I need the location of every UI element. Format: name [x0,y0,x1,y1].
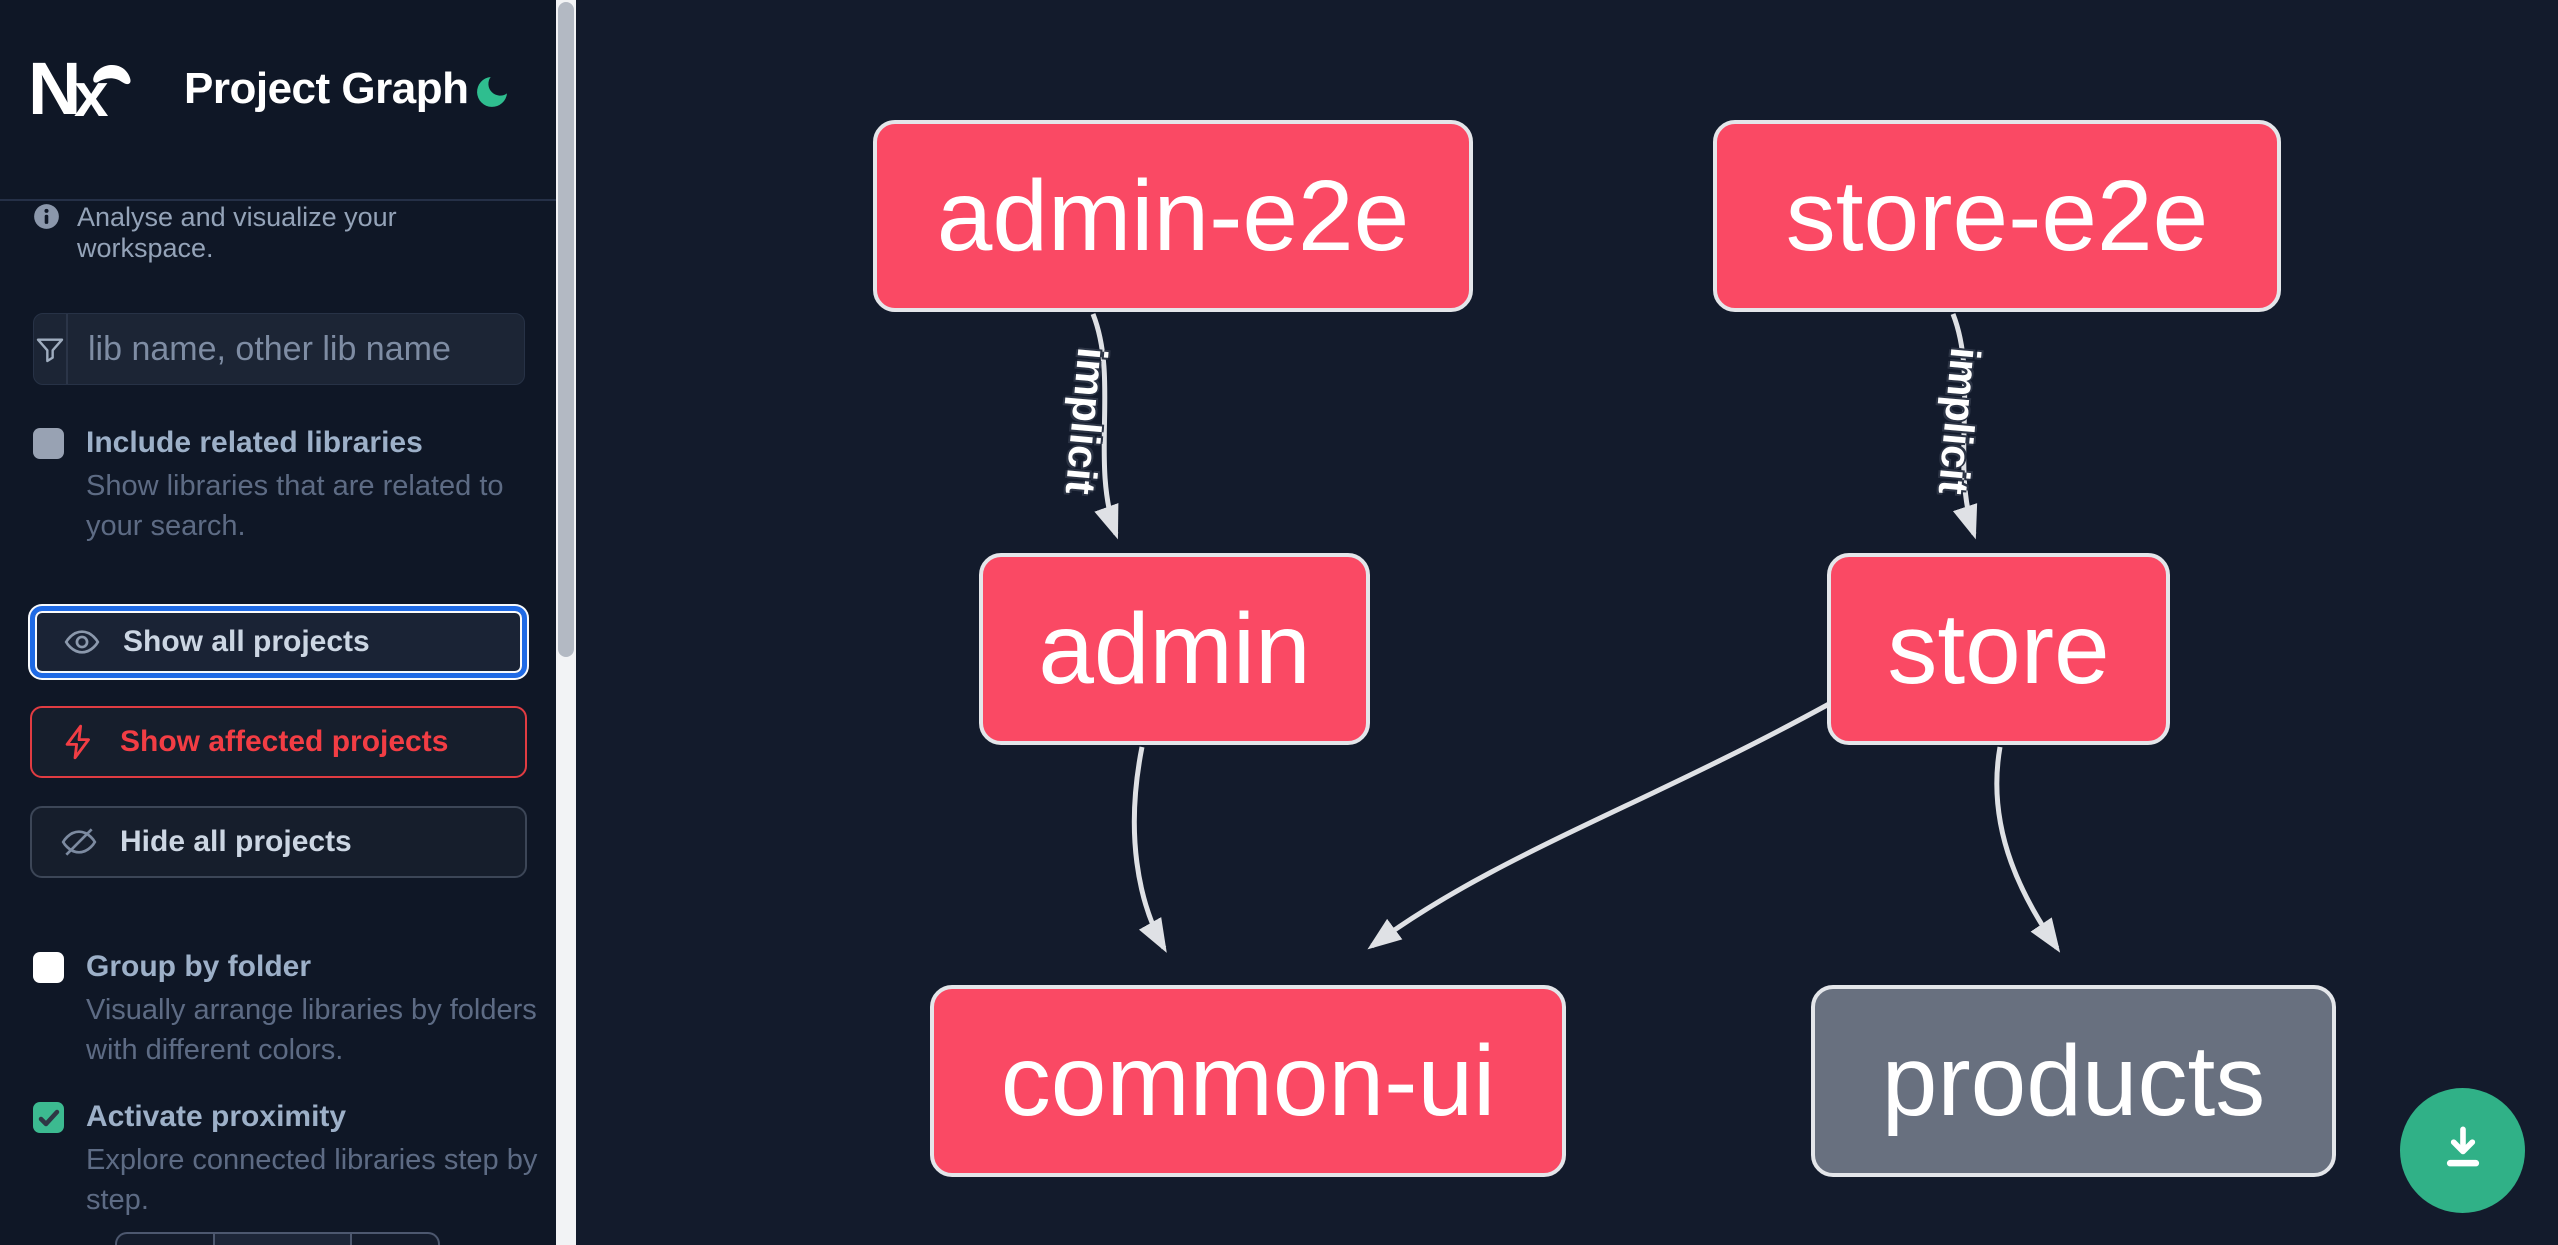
eye-icon [63,623,101,661]
download-icon [2435,1120,2491,1181]
info-text: Analyse and visualize your workspace. [77,202,397,263]
funnel-filter-icon [34,314,68,384]
header-divider [0,199,556,201]
edge-store-products [1994,746,2061,953]
info-icon [33,203,60,230]
option-label: Include related libraries [86,426,423,459]
node-admin[interactable]: admin [979,553,1370,745]
nx-logo: N x [28,47,138,130]
hide-all-projects-button[interactable]: Hide all projects [30,806,527,878]
eye-off-icon [60,823,98,861]
sidebar-scrollbar-thumb[interactable] [558,2,574,657]
svg-text:N: N [28,54,77,124]
workspace-info: Analyse and visualize your workspace. [33,200,533,263]
checkbox-activate-proximity[interactable] [33,1102,64,1133]
button-label: Hide all projects [120,825,352,858]
option-description: Show libraries that are related to your … [86,470,504,542]
checkbox-include-related[interactable] [33,428,64,459]
filter-search-box [33,313,551,385]
edge-store-common-ui [1367,701,1831,950]
button-label: Show affected projects [120,725,449,758]
option-description: Explore connected libraries step by step… [86,1144,538,1216]
proximity-stepper-value-cell [213,1234,352,1245]
option-label: Group by folder [86,950,311,983]
option-label: Activate proximity [86,1100,347,1133]
search-input[interactable] [68,314,551,384]
edge-admin-e2e-admin [1090,313,1119,540]
checkbox-group-by-folder[interactable] [33,952,64,983]
node-products[interactable]: products [1811,985,2336,1177]
node-store-e2e[interactable]: store-e2e [1713,120,2281,312]
theme-toggle-moon-icon[interactable] [472,72,512,112]
node-admin-e2e[interactable]: admin-e2e [873,120,1473,312]
page-title: Project Graph [184,64,469,113]
node-common-ui[interactable]: common-ui [930,985,1566,1177]
option-description: Visually arrange libraries by folders wi… [86,994,537,1066]
bolt-icon [60,723,98,761]
edge-admin-common-ui [1131,746,1167,953]
graph-canvas[interactable]: implicit implicit admin-e2e store-e2e ad… [576,0,2558,1245]
button-label: Show all projects [123,625,370,658]
sidebar-scrollbar-track [556,0,576,1245]
node-store[interactable]: store [1827,553,2170,745]
edge-layer [1090,313,2061,953]
edge-store-e2e-store [1950,313,1978,540]
sidebar: N x Project Graph Analyse and visualize … [0,0,556,1245]
show-affected-projects-button[interactable]: Show affected projects [30,706,527,778]
proximity-stepper[interactable] [115,1232,440,1245]
download-image-button[interactable] [2400,1088,2525,1213]
show-all-projects-button[interactable]: Show all projects [30,606,527,678]
